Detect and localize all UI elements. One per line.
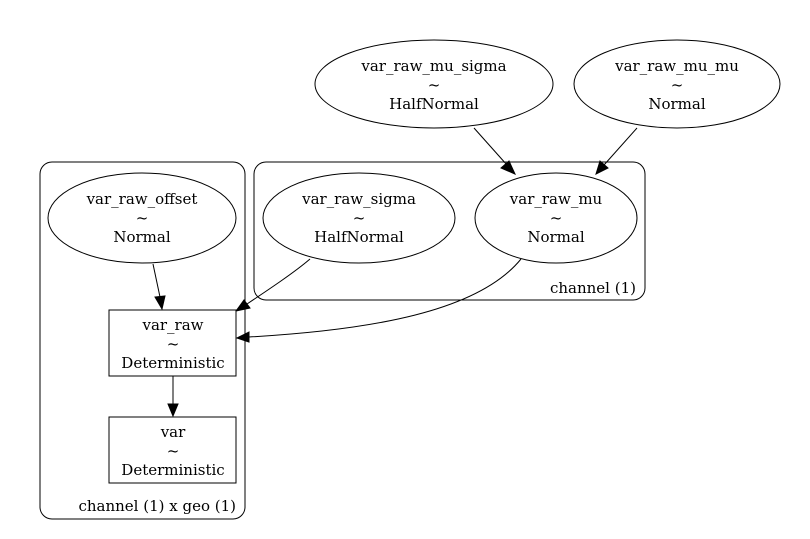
node-var-raw-sigma: var_raw_sigma ~ HalfNormal (262, 172, 456, 264)
node-var-raw-mu-sigma: var_raw_mu_sigma ~ HalfNormal (314, 39, 554, 129)
node-dist: Normal (648, 95, 705, 113)
node-tilde: ~ (167, 335, 180, 353)
node-name: var_raw_mu_mu (614, 57, 739, 75)
node-var-raw: var_raw ~ Deterministic (108, 309, 237, 377)
edge-sigma-to-var-raw (234, 258, 311, 312)
node-name: var_raw (141, 316, 203, 334)
edge-mu-mu-to-mu (595, 127, 638, 175)
node-name: var_raw_mu_sigma (360, 57, 506, 75)
node-tilde: ~ (167, 442, 180, 460)
edge-mu-to-var-raw (235, 258, 522, 343)
node-var: var ~ Deterministic (108, 416, 237, 484)
plate-channel-label: channel (1) (550, 279, 636, 297)
node-tilde: ~ (428, 76, 441, 94)
node-tilde: ~ (136, 209, 149, 227)
node-dist: HalfNormal (389, 95, 479, 113)
node-var-raw-mu: var_raw_mu ~ Normal (474, 172, 638, 264)
node-name: var_raw_mu (509, 190, 603, 208)
node-dist: HalfNormal (314, 228, 404, 246)
node-name: var_raw_offset (86, 190, 198, 208)
edge-mu-sigma-to-mu (473, 127, 516, 175)
plate-channel-geo-label: channel (1) x geo (1) (78, 497, 236, 515)
node-name: var (160, 423, 186, 441)
node-name: var_raw_sigma (301, 190, 416, 208)
plate-channel: channel (1) (253, 161, 646, 301)
node-var-raw-offset: var_raw_offset ~ Normal (47, 172, 237, 264)
node-dist: Normal (527, 228, 584, 246)
node-var-raw-mu-mu: var_raw_mu_mu ~ Normal (573, 39, 781, 129)
node-tilde: ~ (550, 209, 563, 227)
edge-offset-to-var-raw (152, 263, 166, 311)
node-dist: Deterministic (121, 461, 224, 479)
node-dist: Deterministic (121, 354, 224, 372)
edge-var-raw-to-var (167, 376, 179, 418)
node-tilde: ~ (671, 76, 684, 94)
node-dist: Normal (113, 228, 170, 246)
node-tilde: ~ (353, 209, 366, 227)
